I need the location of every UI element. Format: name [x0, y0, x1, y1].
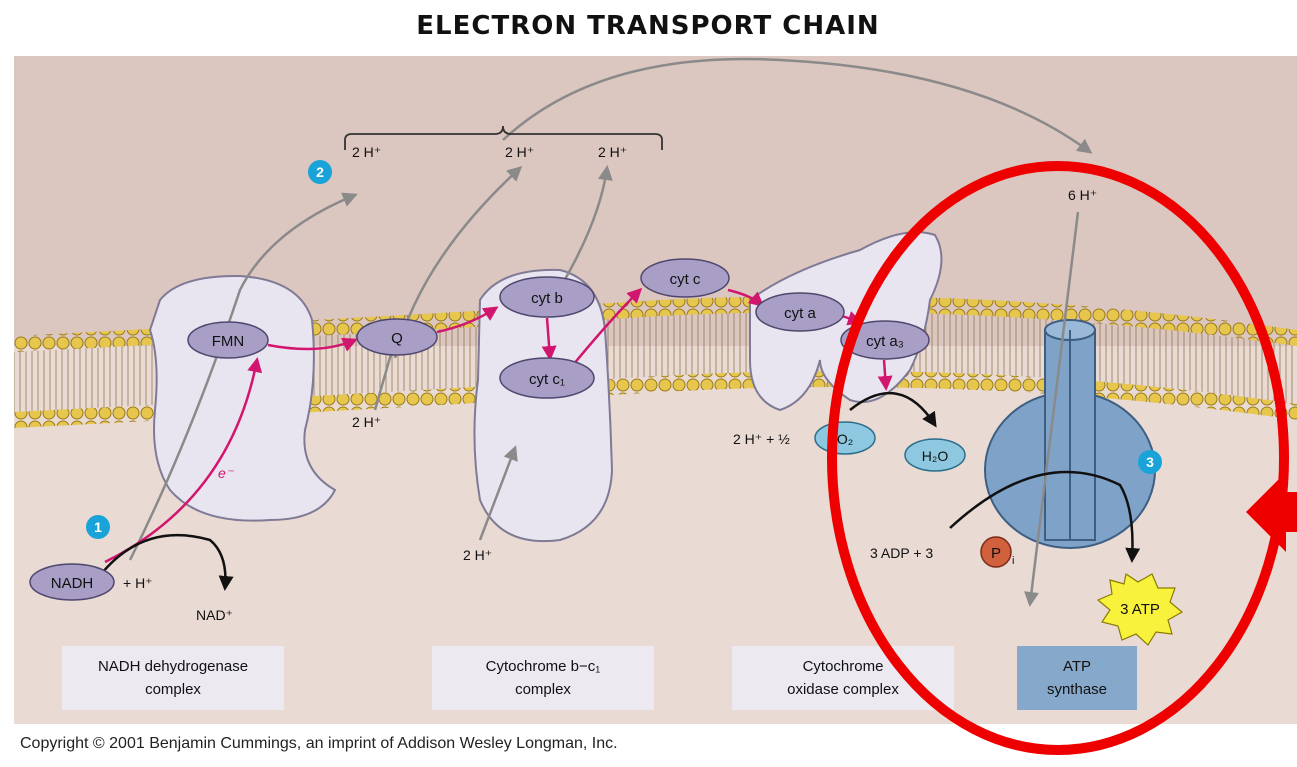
h2o-label: H₂O [922, 448, 949, 464]
cyt-a3-label: cyt a₃ [866, 333, 904, 350]
svg-text:2: 2 [316, 164, 324, 180]
cyt-c1-label: cyt c₁ [529, 371, 565, 388]
phosphate-label: P [991, 545, 1001, 562]
h2o-molecule: H₂O [905, 439, 965, 471]
phosphate: P [981, 537, 1011, 567]
step-badge-1: 1 [86, 515, 110, 539]
svg-text:complex: complex [145, 681, 201, 698]
complex-name-box-1: NADH dehydrogenase complex [62, 646, 284, 710]
top-2h-mid-label: 2 H⁺ [505, 144, 534, 160]
step-badge-3: 3 [1138, 450, 1162, 474]
atp-label: 3 ATP [1120, 601, 1160, 618]
nad-label: NAD⁺ [196, 607, 233, 623]
svg-text:oxidase complex: oxidase complex [787, 681, 899, 698]
nadh-label: NADH [51, 575, 94, 592]
q-2h-label: 2 H⁺ [352, 414, 381, 430]
adp-label: 3 ADP + 3 [870, 545, 933, 561]
plus-h-label: + H⁺ [123, 575, 153, 591]
cyt-a-label: cyt a [784, 305, 816, 322]
bottom-2h-label: 2 H⁺ [463, 547, 492, 563]
complex-name-box-2: Cytochrome b−c₁ complex [432, 646, 654, 710]
svg-text:complex: complex [515, 681, 571, 698]
complex-name-box-3: Cytochrome oxidase complex [732, 646, 954, 710]
pi-subscript: i [1012, 555, 1014, 567]
svg-text:Cytochrome b−c₁: Cytochrome b−c₁ [486, 658, 601, 675]
cyt-b-label: cyt b [531, 290, 563, 307]
cyt-c1-carrier: cyt c₁ [500, 358, 594, 398]
cyt-c-carrier: cyt c [641, 259, 729, 297]
o2-label: O₂ [837, 431, 853, 447]
cyt-c-label: cyt c [670, 271, 701, 288]
fmn-label: FMN [212, 333, 245, 350]
nadh-carrier: NADH [30, 564, 114, 600]
top-2h-left-label: 2 H⁺ [352, 144, 381, 160]
oxygen-equation-label: 2 H⁺ + ½ [733, 431, 790, 447]
svg-text:1: 1 [94, 519, 102, 535]
copyright-text: Copyright © 2001 Benjamin Cummings, an i… [20, 735, 618, 752]
svg-text:ATP: ATP [1063, 658, 1091, 675]
cyt-b-carrier: cyt b [500, 277, 594, 317]
electron-label: e⁻ [218, 465, 235, 481]
step-badge-2: 2 [308, 160, 332, 184]
svg-text:synthase: synthase [1047, 681, 1107, 698]
svg-text:NADH dehydrogenase: NADH dehydrogenase [98, 658, 248, 675]
diagram-title: ELECTRON TRANSPORT CHAIN [416, 11, 879, 41]
o2-molecule: O₂ [815, 422, 875, 454]
svg-text:3: 3 [1146, 454, 1154, 470]
six-h-label: 6 H⁺ [1068, 187, 1097, 203]
top-2h-right-label: 2 H⁺ [598, 144, 627, 160]
complex-i-protein [150, 276, 335, 521]
fmn-carrier: FMN [188, 322, 268, 358]
cyt-a-carrier: cyt a [756, 293, 844, 331]
q-label: Q [391, 330, 403, 347]
svg-text:Cytochrome: Cytochrome [803, 658, 884, 675]
q-carrier: Q [357, 319, 437, 355]
complex-name-box-4: ATP synthase [1017, 646, 1137, 710]
